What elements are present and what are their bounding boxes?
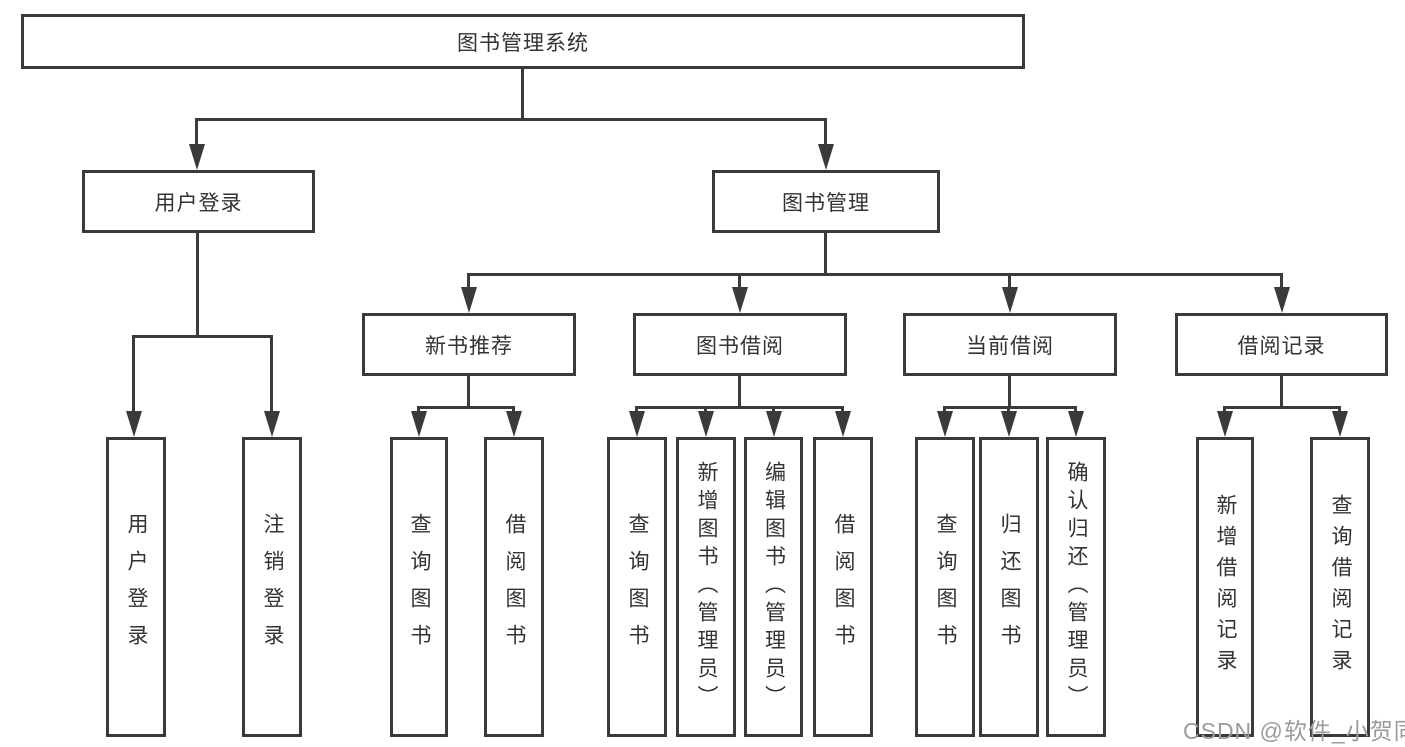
connector-line xyxy=(824,118,827,146)
node-query-book-2-label: 查询图书 xyxy=(626,513,649,661)
connector-line xyxy=(1280,376,1283,406)
connector-line xyxy=(467,376,470,406)
node-borrow-record-label: 借阅记录 xyxy=(1237,334,1326,358)
connector-line xyxy=(824,233,827,273)
connector-line xyxy=(467,273,470,289)
node-add-borrow-record: 新增借阅记录 xyxy=(1196,437,1254,737)
node-borrow-book-2: 借阅图书 xyxy=(813,437,873,737)
arrow-down-icon xyxy=(411,411,427,437)
arrow-down-icon xyxy=(506,411,522,437)
csdn-watermark: CSDN @软件_小贺同学 xyxy=(1183,718,1405,744)
node-current-borrow-label: 当前借阅 xyxy=(966,334,1054,358)
node-user-login: 用户登录 xyxy=(82,170,315,233)
node-query-book-3-label: 查询图书 xyxy=(934,513,957,661)
node-book-borrow: 图书借阅 xyxy=(633,313,847,376)
connector-line xyxy=(195,118,198,146)
arrow-down-icon xyxy=(698,411,714,437)
connector-line xyxy=(417,406,420,413)
node-user-login-leaf-label: 用户登录 xyxy=(125,513,148,661)
connector-line xyxy=(1008,376,1011,406)
connector-line xyxy=(1223,406,1226,413)
connector-line xyxy=(132,335,135,413)
node-logout-leaf-label: 注销登录 xyxy=(261,513,284,661)
node-add-book-admin: 新增图书（管理员） xyxy=(676,437,736,737)
node-new-book-rec-label: 新书推荐 xyxy=(425,334,513,358)
connector-line xyxy=(417,406,515,409)
node-edit-book-admin-label: 编辑图书（管理员） xyxy=(762,461,786,713)
connector-line xyxy=(635,406,844,409)
node-query-book-2: 查询图书 xyxy=(607,437,667,737)
arrow-down-icon xyxy=(732,287,748,313)
connector-line xyxy=(738,273,741,289)
arrow-down-icon xyxy=(766,411,782,437)
node-user-login-leaf: 用户登录 xyxy=(106,437,166,737)
connector-line xyxy=(943,406,1077,409)
node-query-borrow-record-label: 查询借阅记录 xyxy=(1329,494,1352,680)
node-new-book-rec: 新书推荐 xyxy=(362,313,576,376)
connector-line xyxy=(1008,273,1011,289)
node-book-borrow-label: 图书借阅 xyxy=(696,334,784,358)
arrow-down-icon xyxy=(264,411,280,437)
node-query-book-3: 查询图书 xyxy=(915,437,975,737)
node-borrow-book-1-label: 借阅图书 xyxy=(503,513,526,661)
node-edit-book-admin: 编辑图书（管理员） xyxy=(744,437,803,737)
node-query-borrow-record: 查询借阅记录 xyxy=(1310,437,1370,737)
node-borrow-book-1: 借阅图书 xyxy=(484,437,544,737)
connector-line xyxy=(195,118,827,121)
arrow-down-icon xyxy=(818,144,834,170)
connector-line xyxy=(704,406,707,413)
connector-line xyxy=(1223,406,1341,409)
node-root: 图书管理系统 xyxy=(21,14,1025,69)
connector-line xyxy=(521,69,524,118)
node-book-mgmt-label: 图书管理 xyxy=(782,191,870,215)
node-return-book: 归还图书 xyxy=(979,437,1039,737)
arrow-down-icon xyxy=(1332,411,1348,437)
node-root-label: 图书管理系统 xyxy=(457,31,589,55)
node-confirm-return-admin: 确认归还（管理员） xyxy=(1046,437,1106,737)
connector-line xyxy=(943,406,946,413)
connector-line xyxy=(1280,273,1283,289)
connector-line xyxy=(772,406,775,413)
arrow-down-icon xyxy=(937,411,953,437)
node-current-borrow: 当前借阅 xyxy=(903,313,1117,376)
connector-line xyxy=(196,233,199,335)
node-query-book-1-label: 查询图书 xyxy=(408,513,431,661)
connector-line xyxy=(841,406,844,413)
node-user-login-label: 用户登录 xyxy=(154,191,243,215)
arrow-down-icon xyxy=(1068,411,1084,437)
arrow-down-icon xyxy=(629,411,645,437)
connector-line xyxy=(132,335,273,338)
node-borrow-record: 借阅记录 xyxy=(1175,313,1388,376)
arrow-down-icon xyxy=(1217,411,1233,437)
connector-line xyxy=(1074,406,1077,413)
node-logout-leaf: 注销登录 xyxy=(242,437,302,737)
arrow-down-icon xyxy=(1002,287,1018,313)
arrow-down-icon xyxy=(1274,287,1290,313)
arrow-down-icon xyxy=(189,144,205,170)
connector-line xyxy=(635,406,638,413)
arrow-down-icon xyxy=(835,411,851,437)
connector-line xyxy=(1338,406,1341,413)
connector-line xyxy=(1007,406,1010,413)
node-add-borrow-record-label: 新增借阅记录 xyxy=(1214,494,1237,680)
arrow-down-icon xyxy=(1001,411,1017,437)
connector-line xyxy=(467,273,1283,276)
connector-line xyxy=(512,406,515,413)
node-return-book-label: 归还图书 xyxy=(998,513,1021,661)
arrow-down-icon xyxy=(461,287,477,313)
node-borrow-book-2-label: 借阅图书 xyxy=(832,513,855,661)
arrow-down-icon xyxy=(126,411,142,437)
node-book-mgmt: 图书管理 xyxy=(712,170,940,233)
node-query-book-1: 查询图书 xyxy=(390,437,448,737)
connector-line xyxy=(270,335,273,413)
node-add-book-admin-label: 新增图书（管理员） xyxy=(695,461,718,713)
node-confirm-return-admin-label: 确认归还（管理员） xyxy=(1065,461,1088,713)
connector-line xyxy=(738,376,741,406)
